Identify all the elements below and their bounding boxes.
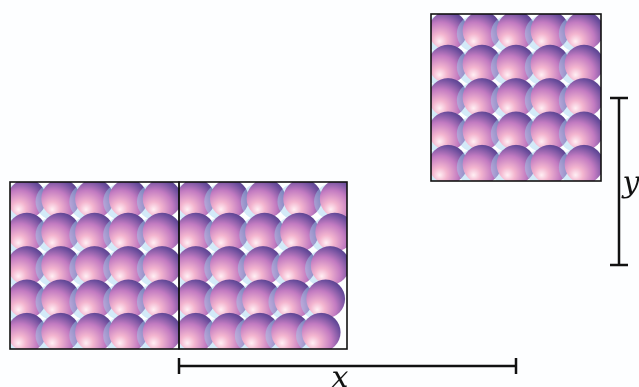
atom-sphere	[240, 312, 280, 349]
atom-sphere	[496, 78, 536, 117]
atom-sphere	[41, 312, 81, 349]
y-dimension-label: y	[621, 165, 639, 200]
crystal-block-top	[431, 14, 601, 181]
atom-sphere	[75, 212, 114, 252]
atom-sphere	[179, 312, 216, 349]
atom-sphere	[75, 312, 114, 349]
atom-sphere	[10, 182, 47, 219]
atom-sphere	[301, 312, 341, 349]
atom-sphere	[108, 212, 148, 252]
atom-sphere	[210, 312, 249, 349]
atom-sphere	[108, 246, 148, 285]
atom-sphere	[142, 182, 179, 219]
atom-sphere	[210, 182, 249, 219]
atom-sphere	[496, 14, 536, 51]
atom-sphere	[75, 279, 114, 319]
atom-sphere	[462, 14, 502, 51]
atom-sphere	[246, 182, 286, 219]
right-block-frame	[178, 181, 348, 350]
atom-sphere	[496, 144, 536, 181]
atom-sphere	[431, 144, 468, 181]
atom-sphere	[274, 279, 313, 319]
atom-sphere	[530, 144, 570, 181]
atom-sphere	[179, 246, 216, 285]
atom-sphere	[41, 246, 81, 285]
atom-sphere	[280, 212, 319, 252]
atom-sphere	[108, 182, 148, 219]
top-block-frame	[430, 13, 602, 182]
atom-sphere	[530, 78, 570, 117]
atom-sphere	[271, 312, 310, 349]
atom-sphere	[283, 182, 322, 219]
atom-sphere	[108, 312, 148, 349]
atom-sphere	[462, 111, 502, 151]
atom-sphere	[179, 212, 216, 252]
atom-sphere	[142, 212, 179, 252]
atom-sphere	[245, 212, 284, 252]
atom-sphere	[75, 246, 114, 285]
atom-sphere	[179, 279, 216, 319]
atom-sphere	[496, 111, 536, 151]
atom-sphere	[242, 279, 281, 319]
atom-sphere	[462, 44, 502, 84]
atom-sphere	[431, 111, 468, 151]
atom-sphere	[10, 246, 47, 285]
atom-sphere	[277, 246, 316, 285]
atom-sphere	[319, 182, 347, 219]
atom-sphere	[210, 279, 249, 319]
atom-sphere	[564, 44, 601, 84]
atom-sphere	[564, 14, 601, 51]
atom-sphere	[142, 279, 179, 319]
atom-sphere	[41, 182, 81, 219]
atom-sphere	[431, 44, 468, 84]
y-dimension-bracket	[610, 96, 628, 267]
atom-sphere	[564, 144, 601, 181]
atom-sphere	[564, 78, 601, 117]
atom-sphere	[530, 111, 570, 151]
atom-sphere	[243, 246, 283, 285]
atom-sphere	[10, 312, 47, 349]
atom-sphere	[210, 212, 249, 252]
atom-sphere	[75, 182, 114, 219]
atom-sphere	[431, 14, 468, 51]
atom-sphere	[41, 212, 81, 252]
x-dimension-bracket	[177, 358, 518, 374]
atom-sphere	[142, 246, 179, 285]
atom-sphere	[530, 44, 570, 84]
atom-sphere	[10, 279, 47, 319]
atom-sphere	[431, 78, 468, 117]
x-dimension-label: x	[332, 360, 349, 387]
atom-sphere	[41, 279, 81, 319]
crystal-block-left	[10, 182, 179, 349]
atom-sphere	[210, 246, 249, 285]
atom-sphere	[306, 279, 346, 319]
atom-sphere	[142, 312, 179, 349]
atom-sphere	[496, 44, 536, 84]
atom-sphere	[462, 144, 502, 181]
atom-sphere	[530, 14, 570, 51]
atom-sphere	[10, 212, 47, 252]
crystal-block-right	[179, 182, 347, 349]
atom-sphere	[108, 279, 148, 319]
atom-sphere	[179, 182, 216, 219]
atom-sphere	[310, 246, 347, 285]
atom-sphere	[315, 212, 347, 252]
atom-sphere	[564, 111, 601, 151]
atom-sphere	[462, 78, 502, 117]
